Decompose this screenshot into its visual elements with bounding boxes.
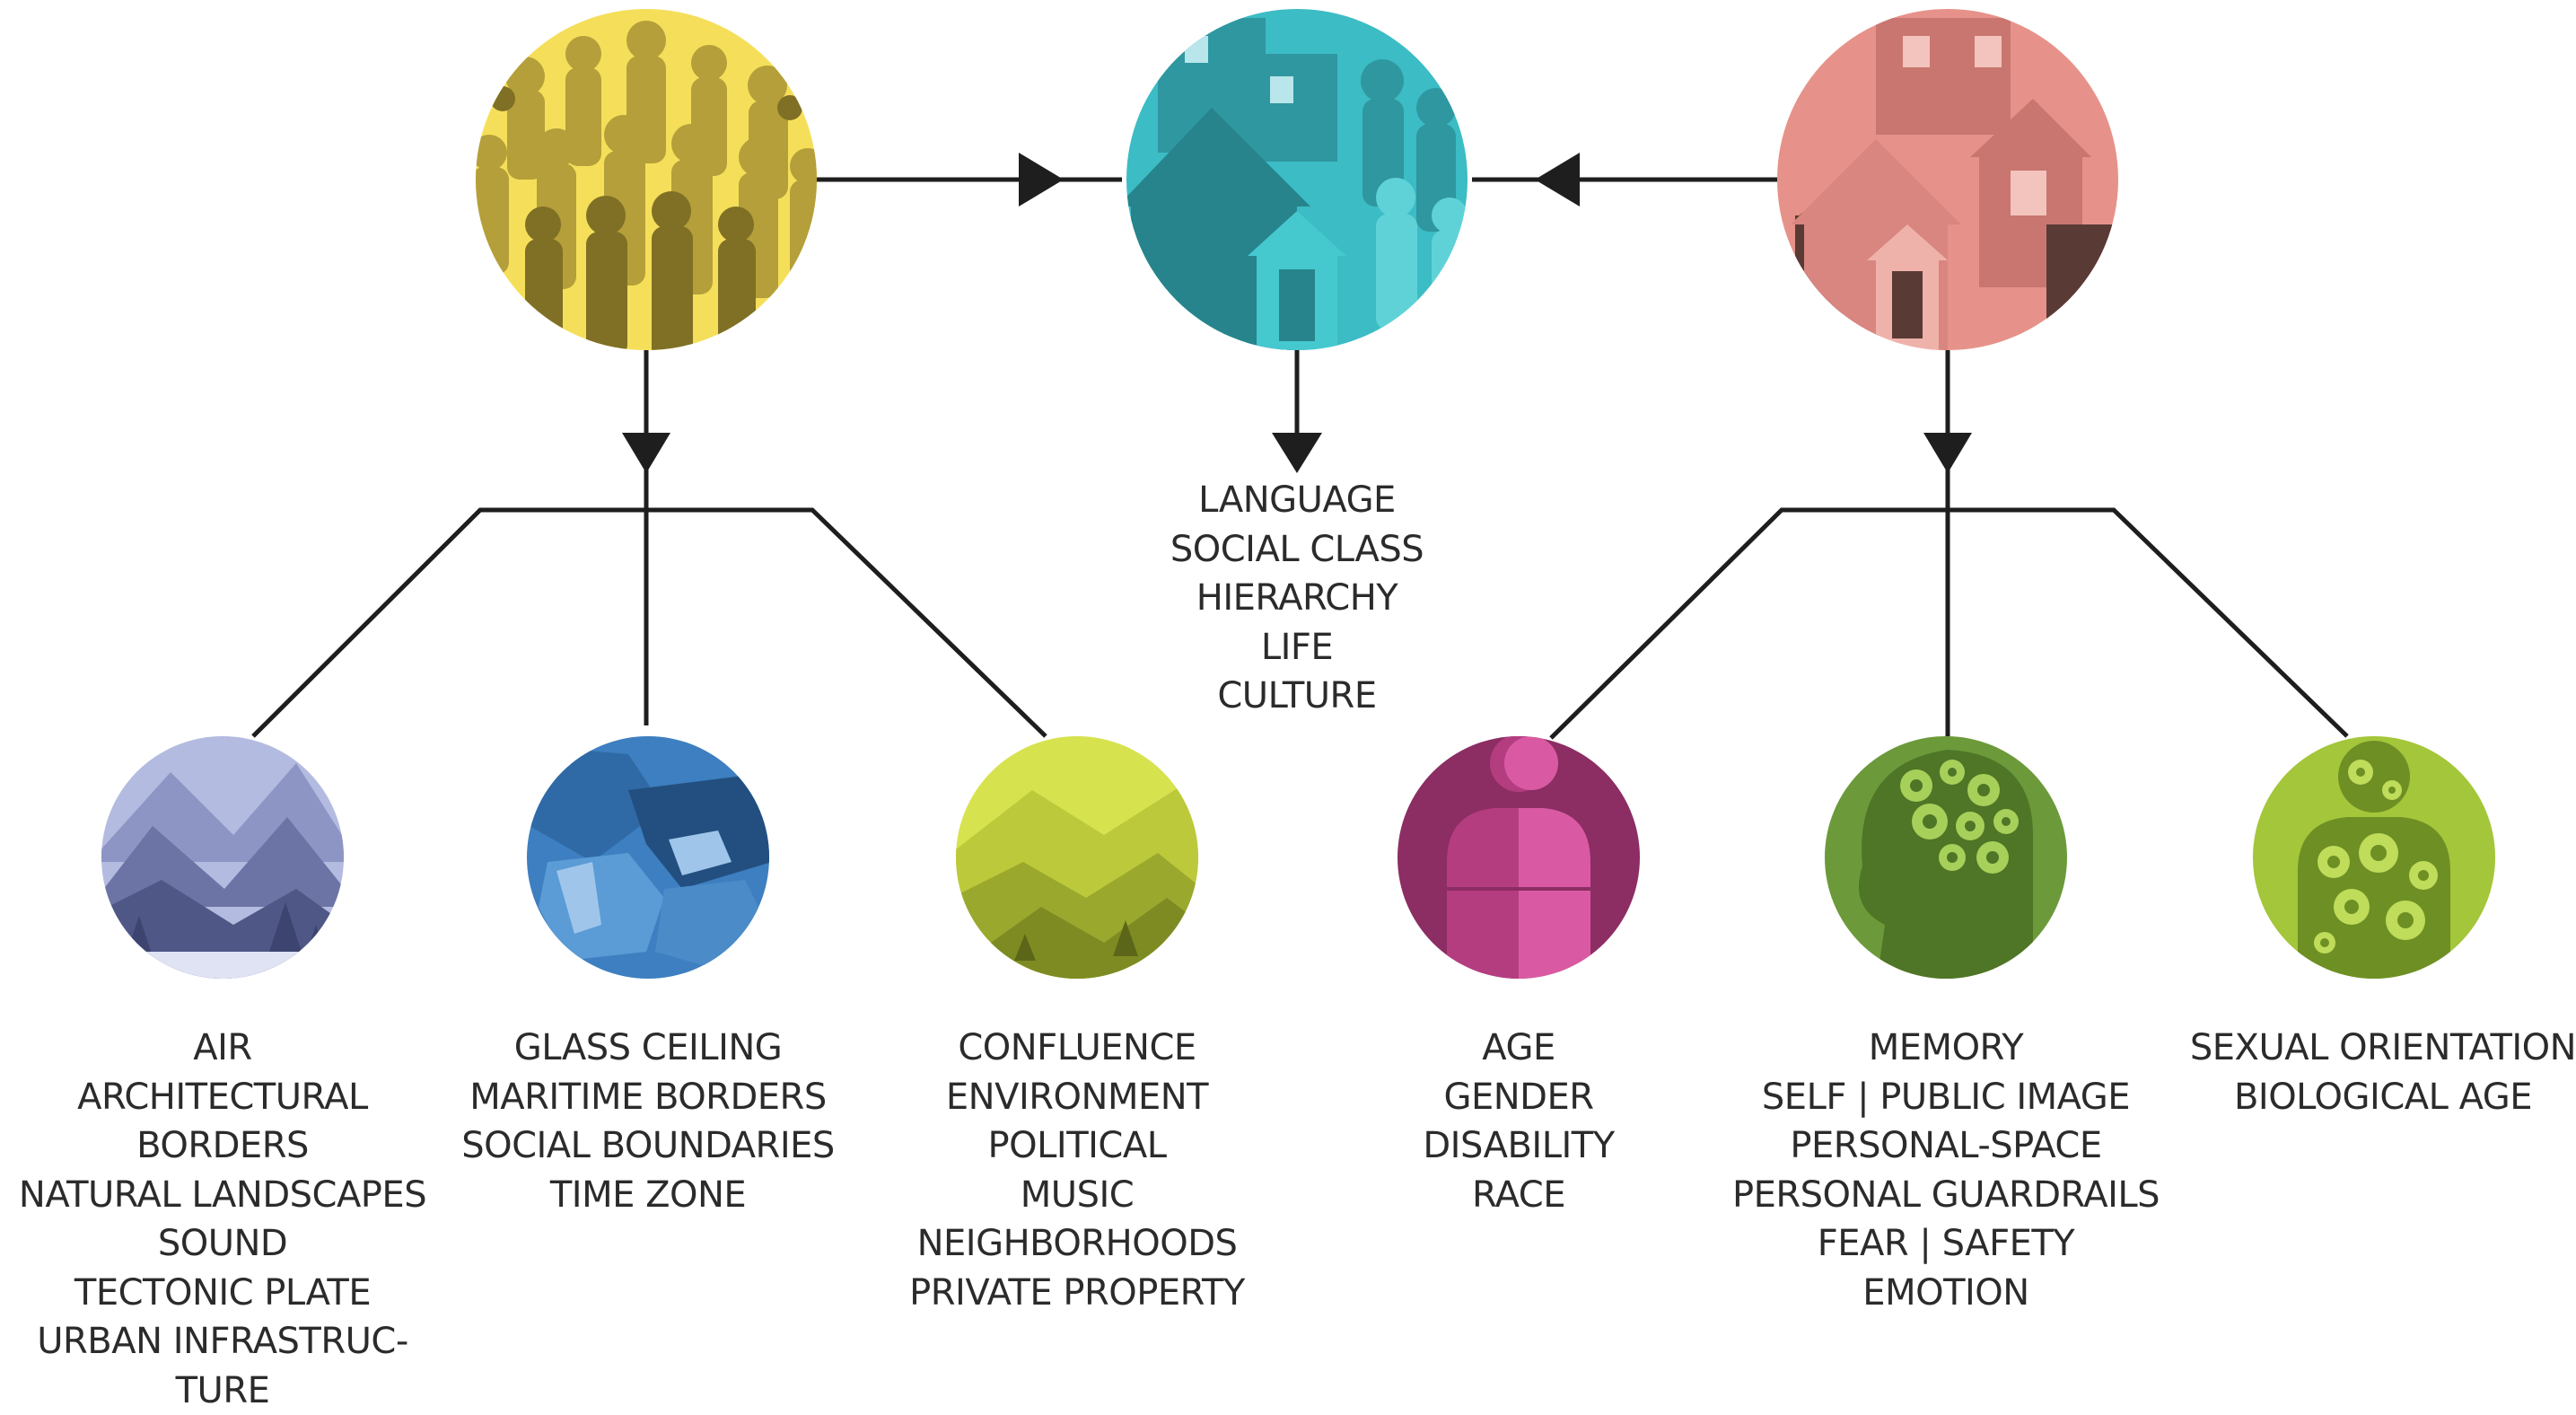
environmental-label: MUSIC [826, 1171, 1328, 1220]
arrowhead-down-community [1272, 433, 1322, 473]
physical-label: URBAN INFRASTRUC- [0, 1317, 474, 1367]
physical-label: TECTONIC PLATE [0, 1269, 474, 1318]
community-label: SOCIAL CLASS [1046, 525, 1548, 575]
head-gears-illustration [1825, 736, 2067, 988]
political-label: SOCIAL BOUNDARIES [397, 1121, 899, 1171]
orientation-label: BIOLOGICAL AGE [2132, 1073, 2576, 1122]
arrowhead-right [1019, 153, 1064, 207]
mountain-landscape-illustration [90, 736, 359, 988]
community-label: CULTURE [1046, 672, 1548, 721]
orientation-label: SEXUAL ORIENTATION [2132, 1024, 2576, 1073]
political-label: MARITIME BORDERS [397, 1073, 899, 1122]
political-label: GLASS CEILING [397, 1024, 899, 1073]
political-label: TIME ZONE [397, 1171, 899, 1220]
mental-label: SELF | PUBLIC IMAGE [1695, 1073, 2197, 1122]
community-label-list: LANGUAGE SOCIAL CLASS HIERARCHY LIFE CUL… [1046, 476, 1548, 721]
crowd-illustration [471, 9, 826, 361]
arrowhead-down-houses [1923, 433, 1972, 473]
environmental-label: PRIVATE PROPERTY [826, 1269, 1328, 1318]
environmental-label-list: CONFLUENCE ENVIRONMENT POLITICAL MUSIC N… [826, 1024, 1328, 1317]
environmental-label: POLITICAL [826, 1121, 1328, 1171]
political-label-list: GLASS CEILING MARITIME BORDERS SOCIAL BO… [397, 1024, 899, 1219]
houses-illustration [1777, 9, 2127, 364]
community-label: HIERARCHY [1046, 574, 1548, 623]
mental-label-list: MEMORY SELF | PUBLIC IMAGE PERSONAL-SPAC… [1695, 1024, 2197, 1317]
house-crowd-illustration [1117, 9, 1469, 355]
branch-left [253, 510, 1046, 736]
physical-label: SOUND [0, 1219, 474, 1269]
map-landscape-illustration [951, 736, 1203, 988]
human-body-illustration [1398, 734, 1640, 988]
physical-label: TURE [0, 1367, 474, 1415]
torso-gears-illustration [2253, 736, 2495, 988]
mental-label: PERSONAL-SPACE [1695, 1121, 2197, 1171]
orientation-label-list: SEXUAL ORIENTATION BIOLOGICAL AGE [2132, 1024, 2576, 1121]
mental-label: PERSONAL GUARDRAILS [1695, 1171, 2197, 1220]
mental-label: EMOTION [1695, 1269, 2197, 1318]
environmental-label: CONFLUENCE [826, 1024, 1328, 1073]
community-label: LIFE [1046, 623, 1548, 672]
mental-label: FEAR | SAFETY [1695, 1219, 2197, 1269]
environmental-label: ENVIRONMENT [826, 1073, 1328, 1122]
region-map-illustration [525, 736, 772, 979]
environmental-label: NEIGHBORHOODS [826, 1219, 1328, 1269]
mental-label: MEMORY [1695, 1024, 2197, 1073]
arrowhead-down-people [622, 433, 670, 473]
community-label: LANGUAGE [1046, 476, 1548, 525]
arrowhead-left [1535, 153, 1580, 207]
